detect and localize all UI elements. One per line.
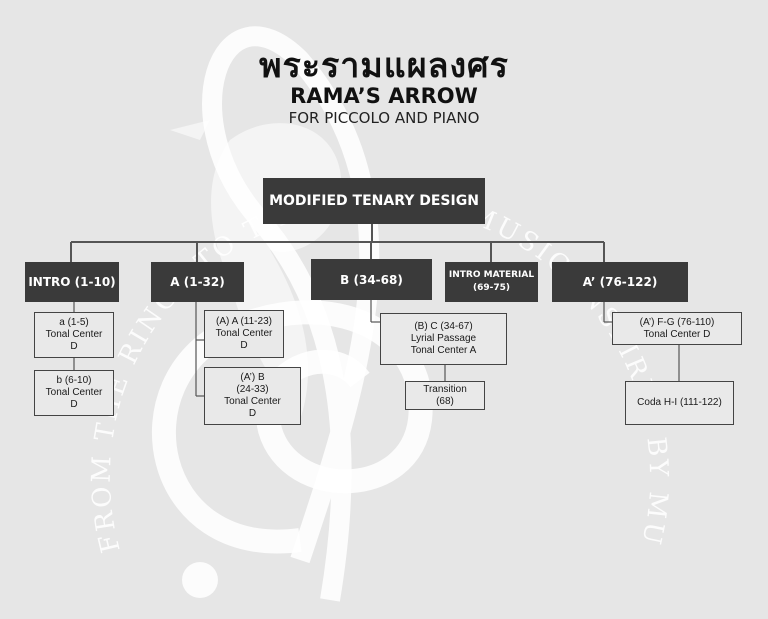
transition-label: Transition — [423, 383, 467, 395]
transition-range: (68) — [436, 395, 454, 407]
subsection-b-transition: Transition (68) — [405, 381, 485, 410]
subsection-coda: Coda H-I (111-122) — [625, 381, 734, 425]
tonal-center-value: D — [240, 340, 248, 351]
subsection-a-b: (A’) B (24-33) Tonal Center D — [204, 367, 301, 425]
section-a: A (1-32) — [151, 262, 244, 302]
subsection-label: (A) A (11-23) — [216, 316, 272, 327]
tonal-center-label: Tonal Center D — [643, 328, 711, 340]
subsection-label: (A’) B — [240, 372, 265, 383]
coda-label: Coda H-I (111-122) — [637, 397, 722, 408]
section-intro-material: INTRO MATERIAL (69-75) — [445, 262, 538, 302]
subsection-a-prime-fg: (A’) F-G (76-110) Tonal Center D — [612, 312, 742, 345]
subsection-label: a (1-5) — [59, 317, 89, 328]
subsection-range: (24-33) — [236, 384, 269, 395]
section-a-prime: A’ (76-122) — [552, 262, 688, 302]
subsection-intro-b: b (6-10) Tonal Center D — [34, 370, 114, 416]
tonal-center-value: D — [248, 408, 257, 419]
tonal-center-label: Tonal Center A — [410, 345, 477, 356]
subsection-label: (A’) F-G (76-110) — [639, 316, 715, 328]
section-intro: INTRO (1-10) — [25, 262, 119, 302]
subsection-b-c: (B) C (34-67) Lyrial Passage Tonal Cente… — [380, 313, 507, 365]
intro-material-label: INTRO MATERIAL — [448, 270, 535, 281]
subsection-label: (B) C (34-67) — [414, 321, 473, 332]
tonal-center-value: D — [70, 341, 78, 352]
tonal-center-label: Tonal Center — [45, 329, 103, 340]
root-node: MODIFIED TENARY DESIGN — [263, 178, 485, 224]
tonal-center-label: Tonal Center — [45, 387, 103, 398]
subtitle: FOR PICCOLO AND PIANO — [288, 109, 480, 127]
subsection-label: b (6-10) — [56, 375, 92, 386]
subsection-intro-a: a (1-5) Tonal Center D — [34, 312, 114, 358]
subsection-a-a: (A) A (11-23) Tonal Center D — [204, 310, 284, 358]
section-b: B (34-68) — [311, 259, 432, 300]
intro-material-range: (69-75) — [472, 283, 510, 293]
thai-title: พระรามแผลงศร — [259, 46, 509, 86]
passage-label: Lyrial Passage — [410, 333, 477, 344]
tonal-center-label: Tonal Center — [224, 396, 281, 407]
english-title: RAMA’S ARROW — [290, 84, 478, 108]
tonal-center-label: Tonal Center — [215, 328, 273, 339]
tonal-center-value: D — [70, 399, 78, 410]
